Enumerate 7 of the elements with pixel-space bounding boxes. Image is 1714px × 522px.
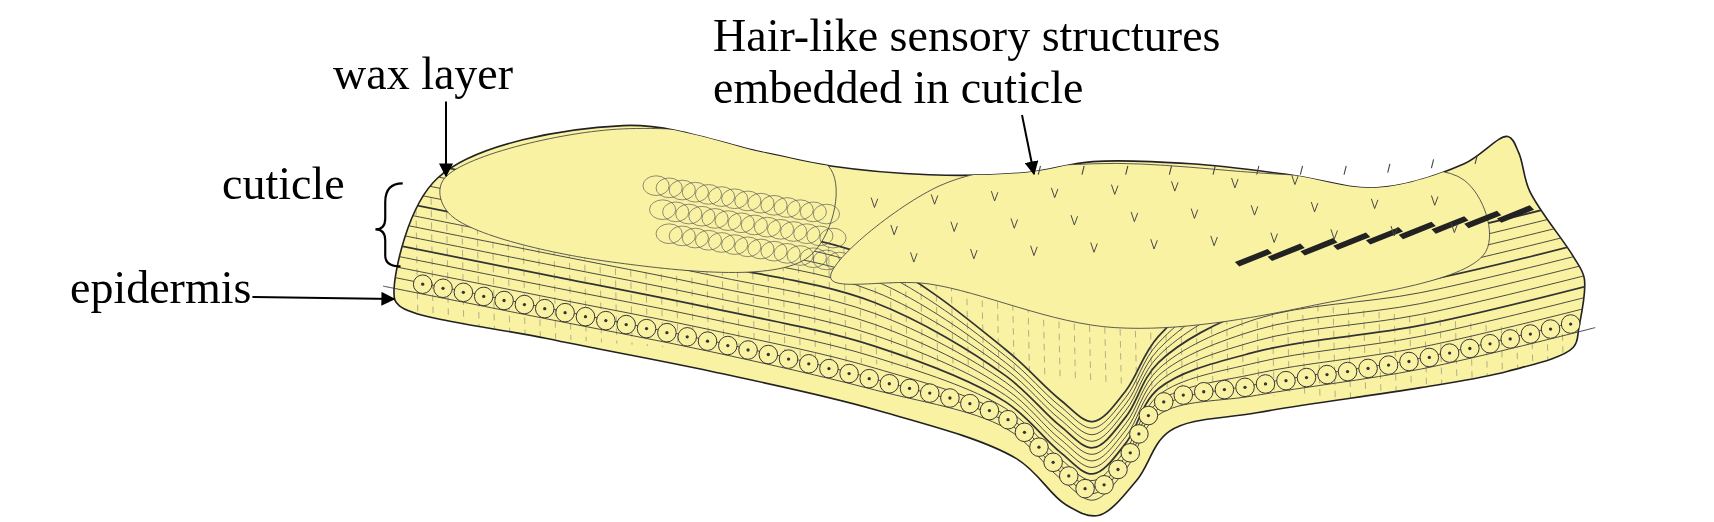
leader-arrow (251, 291, 396, 306)
part-label: cuticle (222, 158, 345, 210)
callout-label: Hair-like sensory structures embedded in cuticle (713, 10, 1273, 114)
callout-label: epidermis (70, 262, 252, 314)
leader-arrow (1021, 114, 1039, 176)
callout-label: wax layer (333, 48, 514, 100)
leader-arrow (439, 100, 453, 178)
